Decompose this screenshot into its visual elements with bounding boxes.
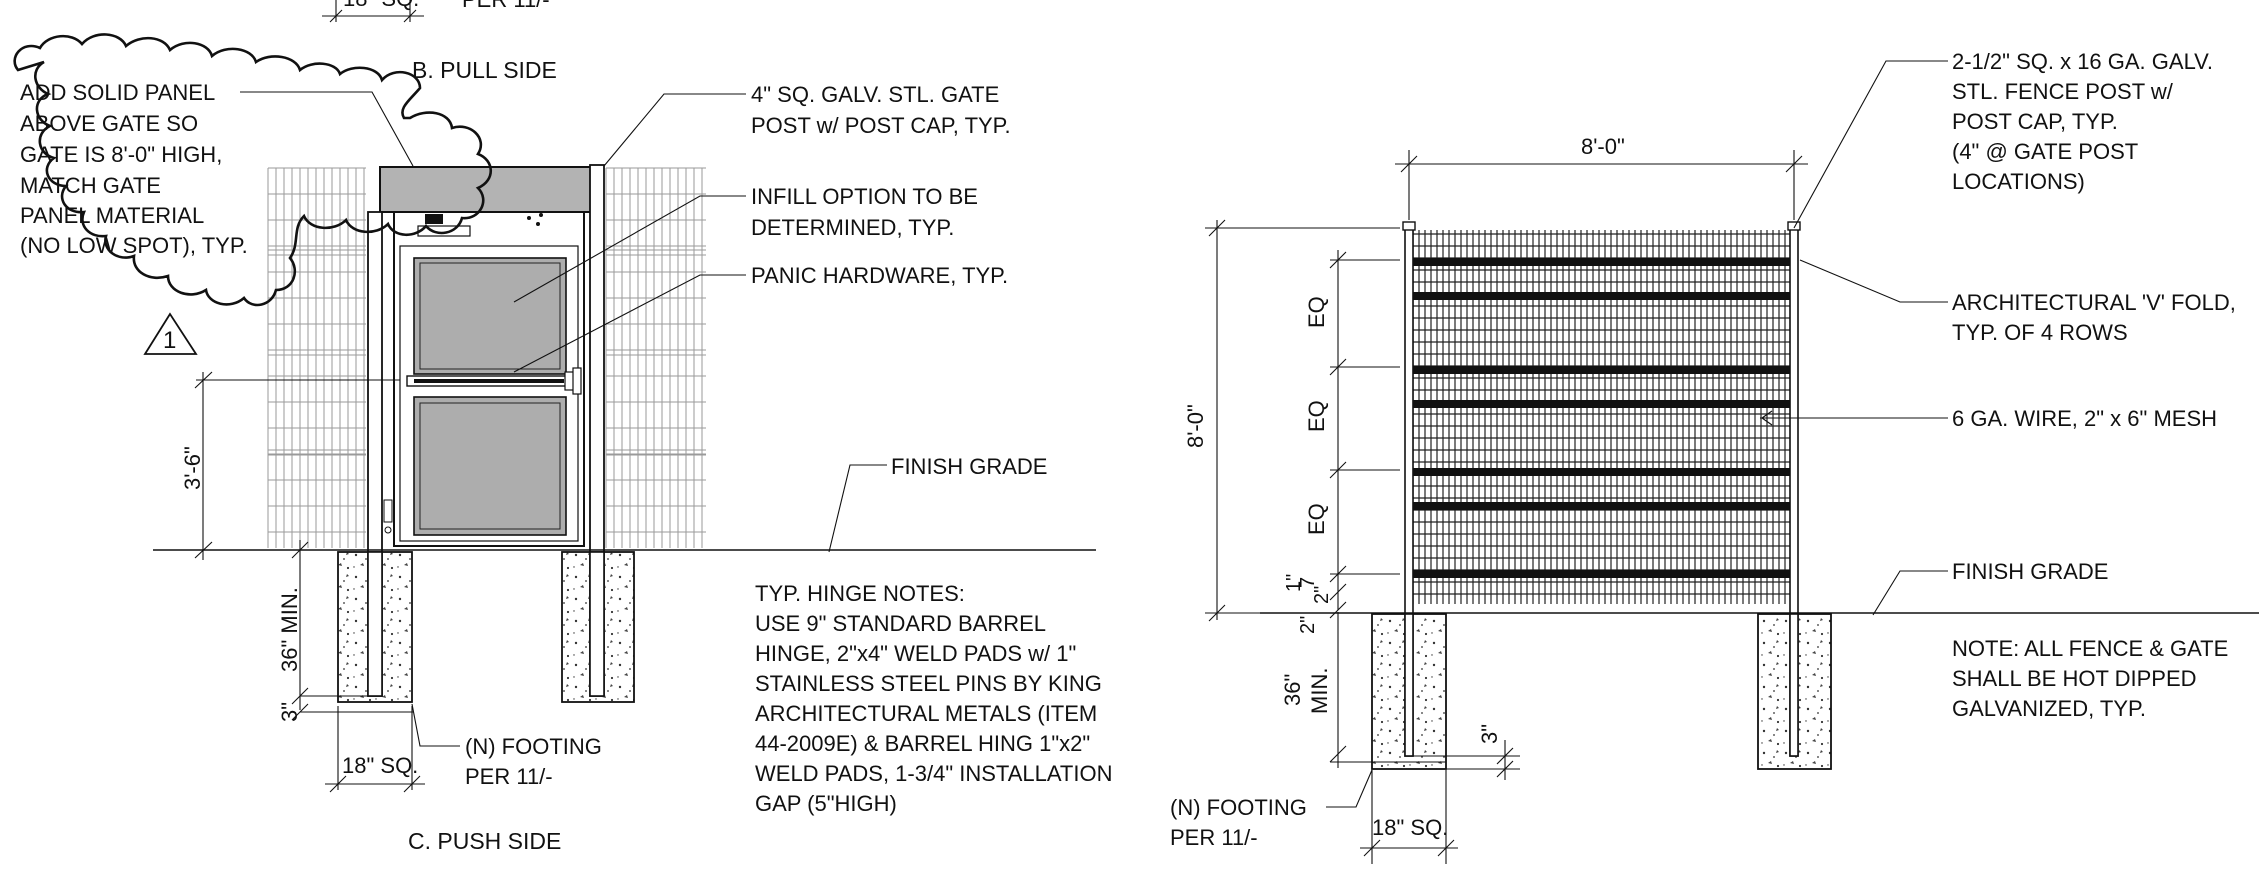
push-side-title: C. PUSH SIDE: [408, 828, 561, 854]
fence-elevation: 8'-0" 8'-0" EQ EQ EQ 1": [1170, 49, 2259, 864]
gap-label-mid: 7: [1297, 577, 1319, 588]
hinge-note-line-7: WELD PADS, 1-3/4" INSTALLATION: [755, 761, 1112, 786]
gate-finish-grade-callout: FINISH GRADE: [891, 454, 1047, 479]
fence-post-callout-line-3: POST CAP, TYP.: [1952, 109, 2118, 134]
handle-height-dim: 3'-6": [180, 371, 400, 560]
gate-post-callout-line-2: POST w/ POST CAP, TYP.: [751, 113, 1011, 138]
gate-footing-leader: [411, 703, 460, 747]
top-footing-ref-label: PER 11/-: [462, 0, 550, 12]
fence-footing-leader: [1326, 769, 1373, 808]
fence-grade-leader: [1872, 570, 1948, 616]
fence-post-leader: [1793, 60, 1948, 229]
gap-label-top: 1": [1283, 574, 1305, 592]
fence-mesh-panel: [1412, 230, 1790, 604]
gate-bottom-gap-label: 3": [277, 702, 302, 722]
eq-label-1: EQ: [1304, 296, 1329, 328]
gate-footing-size-label: 18" SQ.: [342, 753, 418, 778]
fence-depth-dim: 36" MIN.: [1280, 612, 1446, 768]
fence-post-callout-line-5: LOCATIONS): [1952, 169, 2085, 194]
gate-elevation: 18" SQ. PER 11/- B. PULL SIDE: [13, 0, 1112, 854]
gate-callouts: 4" SQ. GALV. STL. GATE POST w/ POST CAP,…: [465, 82, 1047, 789]
fence-post-callout-line-2: STL. FENCE POST w/: [1952, 79, 2174, 104]
hinge-note-line-8: GAP (5"HIGH): [755, 791, 897, 816]
gate-post-leader: [603, 93, 746, 167]
cloud-note-line-1: ADD SOLID PANEL: [20, 80, 215, 105]
revision-delta-tag: 1: [143, 312, 198, 355]
cloud-note-line-4: MATCH GATE: [20, 173, 161, 198]
hinge-note-line-1: TYP. HINGE NOTES:: [755, 581, 965, 606]
adjacent-fence-mesh: [267, 167, 706, 548]
hinge-note-line-2: USE 9" STANDARD BARREL: [755, 611, 1046, 636]
cloud-note-line-6: (NO LOW SPOT), TYP.: [20, 233, 248, 258]
fence-footing-callout-line-1: (N) FOOTING: [1170, 795, 1307, 820]
fence-depth-label-2: MIN.: [1307, 668, 1332, 714]
hinge-note-line-5: ARCHITECTURAL METALS (ITEM: [755, 701, 1097, 726]
eq-label-2: EQ: [1304, 400, 1329, 432]
gap-label-bot: 2": [1311, 586, 1333, 604]
top-footing-dim-label: 18" SQ.: [343, 0, 419, 11]
fence-eq-dims: EQ EQ EQ 1" 7 2" 2": [1283, 250, 1400, 634]
gate-footing-callout-line-1: (N) FOOTING: [465, 734, 602, 759]
fence-width-dim: 8'-0": [1395, 134, 1808, 220]
cloud-note: ADD SOLID PANEL ABOVE GATE SO GATE IS 8'…: [20, 80, 248, 258]
fence-post-callout-line-1: 2-1/2" SQ. x 16 GA. GALV.: [1952, 49, 2213, 74]
fence-post-offset-label: 3": [1477, 724, 1502, 744]
infill-callout-line-1: INFILL OPTION TO BE: [751, 184, 978, 209]
fence-depth-label-1: 36": [1280, 674, 1305, 706]
cloud-note-line-2: ABOVE GATE SO: [20, 111, 198, 136]
infill-leader: [513, 195, 746, 303]
mesh-callout: 6 GA. WIRE, 2" x 6" MESH: [1952, 406, 2217, 431]
hinge-note-line-4: STAINLESS STEEL PINS BY KING: [755, 671, 1102, 696]
fence-footing-callout-line-2: PER 11/-: [1170, 825, 1258, 850]
gate-post-callout-line-1: 4" SQ. GALV. STL. GATE: [751, 82, 999, 107]
gate-grade-leader: [828, 464, 887, 553]
galvanized-note-line-2: SHALL BE HOT DIPPED: [1952, 666, 2197, 691]
fence-footing-size-label: 18" SQ.: [1372, 815, 1448, 840]
fence-width-label: 8'-0": [1581, 134, 1625, 159]
fence-posts: [1402, 221, 1801, 757]
fence-callouts: 2-1/2" SQ. x 16 GA. GALV. STL. FENCE POS…: [1170, 49, 2236, 850]
panic-callout: PANIC HARDWARE, TYP.: [751, 263, 1008, 288]
infill-panel-upper: [413, 257, 567, 375]
pull-side-title: B. PULL SIDE: [412, 57, 557, 83]
v-fold-callout-line-2: TYP. OF 4 ROWS: [1952, 320, 2128, 345]
galvanized-note-line-3: GALVANIZED, TYP.: [1952, 696, 2146, 721]
v-fold-callout-line-1: ARCHITECTURAL 'V' FOLD,: [1952, 290, 2236, 315]
cloud-note-line-3: GATE IS 8'-0" HIGH,: [20, 142, 222, 167]
infill-panel-lower: [413, 396, 567, 536]
gate-leaf: [383, 211, 585, 547]
revision-cloud-outline: [13, 33, 493, 307]
hinge-notes: TYP. HINGE NOTES: USE 9" STANDARD BARREL…: [755, 581, 1112, 816]
gate-depth-dim-label: 36" MIN.: [277, 587, 302, 672]
panic-hardware: [406, 367, 582, 395]
galvanized-note-line-1: NOTE: ALL FENCE & GATE: [1952, 636, 2228, 661]
top-footing-dim: 18" SQ. PER 11/-: [322, 0, 550, 23]
fence-finish-grade-callout: FINISH GRADE: [1952, 559, 2108, 584]
v-fold-leader: [1799, 259, 1948, 303]
fence-post-offset-dim: 3": [1413, 724, 1520, 780]
fence-height-dim: 8'-0": [1183, 219, 1400, 622]
cloud-note-line-5: PANEL MATERIAL: [20, 203, 204, 228]
gate-footing-size-dim: 18" SQ.: [325, 706, 425, 793]
eq-label-3: EQ: [1304, 503, 1329, 535]
hinge-note-line-3: HINGE, 2"x4" WELD PADS w/ 1": [755, 641, 1076, 666]
gate-footing-callout-line-2: PER 11/-: [465, 764, 553, 789]
gate-depth-dim: 36" MIN. 3": [277, 540, 413, 722]
fence-post-callout-line-4: (4" @ GATE POST: [1952, 139, 2138, 164]
revision-delta-number: 1: [163, 327, 176, 354]
panic-leader: [513, 274, 746, 373]
gap-label-ground: 2": [1297, 616, 1319, 634]
handle-height-dim-label: 3'-6": [180, 446, 205, 490]
fence-height-label: 8'-0": [1183, 404, 1208, 448]
hinge-note-line-6: 44-2009E) & BARREL HING 1"x2": [755, 731, 1090, 756]
fence-footing-size-dim: 18" SQ.: [1360, 770, 1458, 864]
infill-callout-line-2: DETERMINED, TYP.: [751, 215, 954, 240]
